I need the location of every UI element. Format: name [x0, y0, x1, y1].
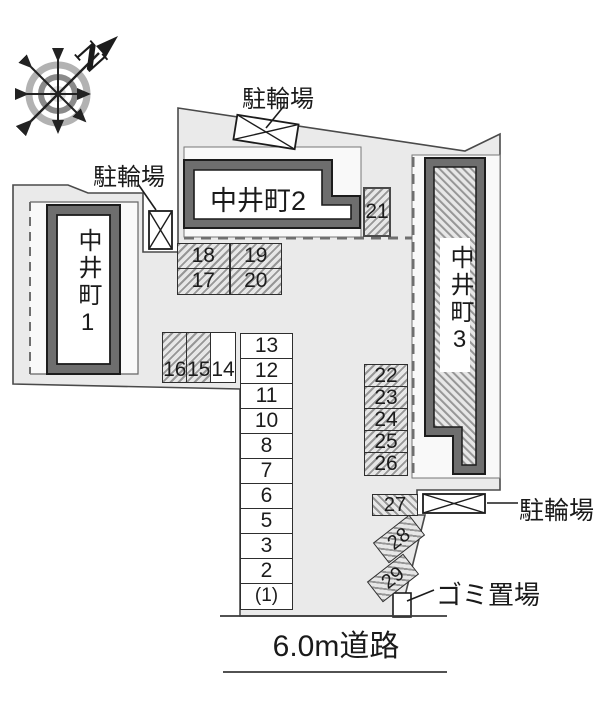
- stall-number: 16: [163, 358, 187, 381]
- parking-stall-hatched: 27: [372, 494, 418, 516]
- stall-number: 20: [244, 269, 268, 293]
- stall-number: (1): [254, 585, 279, 607]
- stall-number: 22: [374, 363, 398, 387]
- stall-number: 23: [374, 385, 398, 409]
- parking-stall-hatched: 19: [229, 243, 282, 270]
- parking-stall-hatched: 26: [364, 452, 408, 476]
- parking-stall-hatched: 16: [162, 332, 188, 383]
- parking-stall: 14: [210, 332, 236, 383]
- bicycle-rack-right: [422, 493, 486, 514]
- building2-name: 中井町2: [209, 186, 307, 216]
- stall-number: 18: [191, 244, 215, 268]
- stall-number: 11: [255, 384, 278, 408]
- parking-stall-hatched: 21: [363, 187, 391, 237]
- bicycle-parking-label-right: 駐輪場: [519, 497, 595, 525]
- stall-number: 26: [374, 451, 398, 475]
- parking-stall-hatched: 20: [229, 268, 282, 295]
- stall-number: 19: [244, 244, 268, 268]
- parking-stall: 13: [240, 333, 293, 360]
- bicycle-rack-top: [232, 113, 300, 151]
- parking-stall: 3: [240, 533, 293, 560]
- connector-bike-left: [137, 183, 157, 211]
- stall-number: 27: [383, 493, 407, 516]
- stall-number: 5: [260, 509, 273, 533]
- building2-body: [193, 169, 352, 220]
- stall-number: 14: [211, 358, 235, 381]
- parking-stall: 5: [240, 508, 293, 535]
- parking-stall: 6: [240, 483, 293, 510]
- road-label: 6.0m道路: [272, 630, 400, 663]
- stall-number: 12: [254, 359, 279, 383]
- bicycle-parking-label-left: 駐輪場: [93, 164, 165, 191]
- north-arrowhead: [96, 36, 118, 57]
- parking-stall: 8: [240, 433, 293, 460]
- stall-number: 10: [254, 409, 279, 433]
- parking-stall: 11: [240, 383, 293, 410]
- stall-number: 7: [260, 459, 273, 483]
- parking-stall-hatched: 25: [364, 430, 408, 454]
- stall-number: 24: [374, 407, 398, 431]
- parking-stall-hatched: 17: [177, 268, 230, 295]
- parking-stall-hatched: 18: [177, 243, 230, 270]
- parking-stall: 10: [240, 408, 293, 435]
- building3-label-strip: [440, 238, 470, 372]
- parking-stall-hatched: 22: [364, 364, 408, 388]
- stall-number: 8: [260, 434, 273, 458]
- garbage-area-label: ゴミ置場: [436, 580, 541, 610]
- stall-number: 17: [191, 269, 215, 293]
- stall-number: 15: [187, 358, 211, 381]
- stall-number: 21: [365, 200, 389, 223]
- parking-stall: (1): [240, 583, 293, 610]
- building3-name: 中井町3: [446, 245, 473, 356]
- bicycle-rack-left: [148, 210, 173, 250]
- parking-stall-hatched: 24: [364, 408, 408, 432]
- connector-bike-top: [265, 105, 285, 129]
- stall-number: 25: [374, 429, 398, 453]
- bicycle-parking-label-top: 駐輪場: [242, 86, 314, 113]
- stall-number: 3: [260, 534, 273, 558]
- garbage-box: [392, 592, 412, 618]
- building1-name: 中井町1: [74, 228, 101, 339]
- parking-stall: 12: [240, 358, 293, 385]
- connector-garbage: [406, 589, 435, 602]
- parking-stall-hatched: 23: [364, 386, 408, 410]
- compass-rose-icon: [15, 36, 118, 137]
- stall-number: 2: [260, 559, 273, 583]
- stall-number: 13: [254, 334, 279, 358]
- parking-stall: 7: [240, 458, 293, 485]
- parking-stall-hatched: 15: [186, 332, 212, 383]
- stall-number: 6: [260, 484, 273, 508]
- building1-body: [56, 214, 111, 365]
- parking-stall: 2: [240, 558, 293, 585]
